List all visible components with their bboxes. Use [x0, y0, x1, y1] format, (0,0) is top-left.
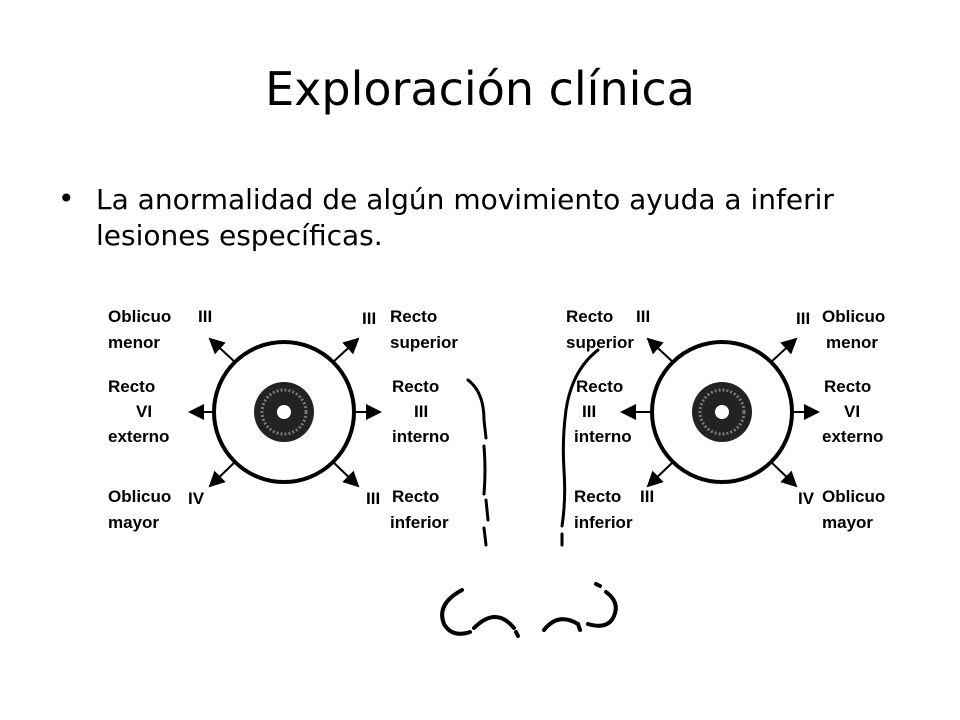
right-recto-externo-line2: externo [822, 427, 883, 446]
left-recto-superior-line2: superior [390, 333, 458, 352]
left-recto-superior-nerve: III [362, 309, 376, 328]
left-recto-superior-line1: Recto [390, 307, 437, 326]
left-oblicuo-menor-nerve: III [198, 307, 212, 326]
arrow-right-recto-superior [646, 337, 675, 364]
left-oblicuo-mayor-nerve: IV [188, 489, 205, 508]
arrow-left-recto-inferior [331, 460, 360, 488]
right-recto-interno-nerve: III [582, 402, 596, 421]
nose-right-contour [560, 348, 600, 547]
left-recto-inferior-line2: inferior [390, 513, 449, 532]
right-oblicuo-mayor-nerve: IV [798, 489, 815, 508]
left-recto-inferior-line1: Recto [392, 487, 439, 506]
right-recto-interno-line1: Recto [576, 377, 623, 396]
right-oblicuo-mayor-line1: Oblicuo [822, 487, 885, 506]
slide-title: Exploración clínica [265, 62, 695, 116]
right-oblicuo-mayor-line2: mayor [822, 513, 873, 532]
arrow-left-recto-superior [331, 337, 360, 364]
arrow-right-oblicuo-menor [769, 337, 798, 364]
right-pupil [715, 405, 729, 419]
left-nostril [440, 588, 520, 638]
arrow-left-oblicuo-mayor [208, 460, 237, 488]
right-recto-externo-line1: Recto [824, 377, 871, 396]
right-recto-inferior-nerve: III [640, 487, 654, 506]
nose-left-contour [466, 378, 490, 547]
right-recto-inferior-line2: inferior [574, 513, 633, 532]
bullet-text: La anormalidad de algún movimiento ayuda… [96, 183, 834, 252]
left-recto-externo-line2: externo [108, 427, 169, 446]
right-eye [650, 340, 794, 484]
left-pupil [277, 405, 291, 419]
arrow-right-oblicuo-mayor [769, 460, 798, 488]
right-eye-arrows [620, 337, 820, 488]
right-oblicuo-menor-nerve: III [796, 309, 810, 328]
left-oblicuo-mayor-line2: mayor [108, 513, 159, 532]
left-recto-interno-line1: Recto [392, 377, 439, 396]
left-eye-arrows [188, 337, 382, 488]
right-recto-superior-line1: Recto [566, 307, 613, 326]
left-recto-interno-line2: interno [392, 427, 450, 446]
right-iris-texture [698, 388, 746, 436]
left-recto-externo-nerve: VI [136, 402, 152, 421]
left-iris-texture [260, 388, 308, 436]
right-nostril [542, 582, 618, 632]
left-recto-inferior-nerve: III [366, 489, 380, 508]
right-recto-interno-line2: interno [574, 427, 632, 446]
right-recto-superior-line2: superior [566, 333, 634, 352]
right-oblicuo-menor-line1: Oblicuo [822, 307, 885, 326]
right-recto-inferior-line1: Recto [574, 487, 621, 506]
arrow-right-recto-inferior [646, 460, 675, 488]
left-oblicuo-menor-line2: menor [108, 333, 160, 352]
left-oblicuo-mayor-line1: Oblicuo [108, 487, 171, 506]
right-recto-externo-nerve: VI [844, 402, 860, 421]
left-recto-externo-line1: Recto [108, 377, 155, 396]
left-oblicuo-menor-line1: Oblicuo [108, 307, 171, 326]
arrow-left-oblicuo-menor [208, 337, 237, 364]
right-oblicuo-menor-line2: menor [826, 333, 878, 352]
left-recto-interno-nerve: III [414, 402, 428, 421]
right-recto-superior-nerve: III [636, 307, 650, 326]
bullet-dot: • [58, 182, 75, 215]
